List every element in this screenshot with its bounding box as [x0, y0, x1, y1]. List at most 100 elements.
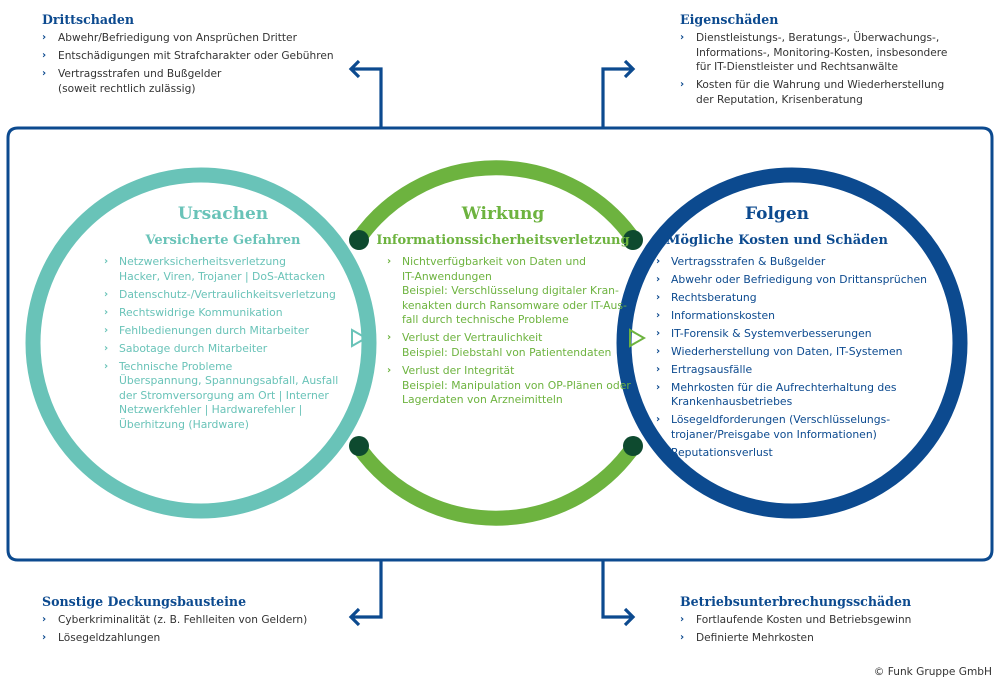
chevron-right-icon: › [680, 32, 685, 43]
cause-item-text: Fehlbedienungen durch Mitarbeiter [119, 323, 309, 337]
own-damage-item-text: für IT-Dienstleister und Rechtsanwälte [696, 61, 899, 74]
own-damage-title: Eigenschäden [680, 12, 779, 27]
chevron-right-icon: › [42, 68, 47, 80]
effect-item-text: kenakten durch Ransomware oder IT-Aus- [402, 298, 627, 312]
frame-border [6, 126, 994, 562]
overlap-node [623, 436, 643, 456]
cause-item-text: Überspannung, Spannungsabfall, Ausfall [119, 374, 339, 388]
third-party-list: › Abwehr/Befriedigung von Ansprüchen Drit… [42, 31, 342, 100]
cause-item: ›Datenschutz-/Vertraulichkeitsverletzung [104, 288, 344, 303]
ring-effect-bottom-arc [351, 441, 641, 526]
consequence-item: › Lösegeldforderungen (Verschlüsselungs-t… [656, 413, 928, 442]
cause-item-text: der Stromversorgung am Ort | Interner [119, 388, 329, 402]
consequence-item: ›Vertragsstrafen & Bußgelder [656, 255, 928, 270]
consequence-item: › Informationskosten [656, 309, 928, 324]
consequence-item: ›Ertragsausfälle [656, 363, 928, 378]
consequence-item-text: Lösegeldforderungen (Verschlüsselungs- [671, 413, 891, 427]
business-interruption-item-text: Fortlaufende Kosten und Betriebsgewinn [696, 614, 912, 626]
third-party-item-text: Vertragsstrafen und Bußgelder [58, 68, 222, 81]
cause-item-text: Netzwerksicherheitsverletzung [119, 255, 286, 268]
own-damage-item-text: der Reputation, Krisenberatung [696, 93, 863, 106]
business-interruption-item-text: Definierte Mehrkosten [696, 632, 814, 645]
copyright-notice: © Funk Gruppe GmbH [873, 666, 992, 678]
chevron-right-icon: › [104, 342, 109, 354]
effect-title: Wirkung [461, 204, 545, 224]
consequence-item-text: Krankenhausbetriebes [671, 395, 793, 409]
overlap-node [623, 230, 643, 250]
chevron-right-icon: › [680, 614, 685, 625]
own-damage-list: ›Dienstleistungs-, Beratungs-, Überwachu… [680, 31, 980, 111]
chevron-right-icon: › [104, 360, 109, 372]
third-party-item-text: (soweit rechtlich zulässig) [58, 82, 196, 95]
arrow-to-third-party [348, 59, 383, 128]
play-triangle-outline-icon [629, 328, 647, 348]
consequence-item-text: Reputationsverlust [671, 446, 773, 460]
consequence-item: › IT-Forensik & Systemverbesserungen [656, 327, 928, 342]
business-interruption-item: ›Definierte Mehrkosten [680, 631, 980, 646]
effect-item-text: fall durch technische Probleme [402, 313, 569, 327]
arrow-to-own-damage [601, 59, 636, 128]
other-modules-list: › Cyberkriminalität (z. B. Fehlleiten von… [42, 613, 342, 649]
own-damage-item-text: Kosten für die Wahrung und Wiederherstel… [696, 79, 945, 92]
chevron-right-icon: › [42, 632, 47, 644]
chevron-right-icon: › [387, 332, 392, 344]
other-modules-title: Sonstige Deckungsbausteine [42, 594, 247, 609]
cause-item-text: Sabotage durch Mitarbeiter [119, 341, 268, 355]
effect-item-text: Beispiel: Verschlüsselung digitaler Kran… [402, 284, 619, 298]
consequences-title: Folgen [745, 204, 809, 224]
effect-item-text: Lagerdaten von Arzneimitteln [402, 393, 563, 407]
other-modules-item: › Cyberkriminalität (z. B. Fehlleiten von… [42, 613, 342, 628]
third-party-item: › Entschädigungen mit Strafcharakter oder… [42, 49, 342, 64]
chevron-right-icon: › [656, 381, 661, 393]
cause-item: › Fehlbedienungen durch Mitarbeiter [104, 324, 344, 339]
third-party-item-text: Abwehr/Befriedigung von Ansprüchen Dritt… [58, 32, 297, 44]
causes-subtitle: Versicherte Gefahren [145, 233, 301, 248]
consequence-item: ›Rechtsberatung [656, 291, 928, 306]
effect-item-text: Verlust der Integrität [402, 363, 515, 377]
business-interruption-title: Betriebsunterbrechungsschäden [680, 594, 912, 609]
consequences-list: ›Vertragsstrafen & Bußgelder›Abwehr oder… [656, 255, 928, 464]
chevron-right-icon: › [656, 363, 661, 375]
consequence-item-text: Vertragsstrafen & Bußgelder [671, 255, 826, 268]
third-party-item-text: Entschädigungen mit Strafcharakter oder … [58, 50, 334, 63]
causes-title: Ursachen [177, 204, 269, 224]
cause-item: › Sabotage durch Mitarbeiter [104, 342, 344, 357]
chevron-right-icon: › [104, 306, 109, 318]
play-triangle-outline-icon [351, 328, 369, 348]
consequence-item-text: IT-Forensik & Systemverbesserungen [671, 326, 872, 340]
cause-item-text: Rechtswidrige Kommunikation [119, 305, 283, 319]
chevron-right-icon: › [656, 309, 661, 321]
business-interruption-list: › Fortlaufende Kosten und Betriebsgewinn ›… [680, 613, 980, 649]
third-party-item: › Vertragsstrafen und Bußgelder(soweit re… [42, 67, 342, 96]
chevron-right-icon: › [656, 327, 661, 339]
consequence-item-text: trojaner/Preisgabe von Informationen) [671, 428, 877, 442]
consequence-item-text: Abwehr oder Befriedigung von Drittansprü… [671, 272, 927, 286]
chevron-right-icon: › [680, 79, 685, 91]
effect-item-text: Beispiel: Manipulation von OP-Plänen ode… [402, 378, 631, 392]
consequence-item-text: Informationskosten [671, 308, 775, 322]
third-party-item: ›Abwehr/Befriedigung von Ansprüchen Drit… [42, 31, 342, 46]
cause-item-text: Überhitzung (Hardware) [119, 417, 249, 431]
chevron-right-icon: › [104, 256, 109, 267]
effect-item-text: Verlust der Vertraulichkeit [402, 331, 543, 345]
consequence-item-text: Wiederherstellung von Daten, IT-Systemen [671, 344, 903, 358]
other-modules-item-text: Cyberkriminalität (z. B. Fehlleiten von … [58, 614, 308, 626]
chevron-right-icon: › [656, 345, 661, 357]
consequence-item-text: Rechtsberatung [671, 290, 757, 304]
cause-item: › Rechtswidrige Kommunikation [104, 306, 344, 321]
chevron-right-icon: › [42, 614, 47, 625]
consequence-item: ›Abwehr oder Befriedigung von Drittanspr… [656, 273, 928, 288]
own-damage-item: › Kosten für die Wahrung und Wiederherste… [680, 78, 980, 107]
chevron-right-icon: › [42, 50, 47, 62]
effect-item-text: Nichtverfügbarkeit von Daten und [402, 255, 587, 268]
ring-consequences [616, 167, 968, 519]
cause-item-text: Netzwerkfehler | Hardwarefehler | [119, 403, 303, 417]
chevron-right-icon: › [656, 414, 661, 426]
chevron-right-icon: › [104, 324, 109, 336]
effect-item-text: IT-Anwendungen [402, 269, 492, 283]
consequence-item: › Wiederherstellung von Daten, IT-Systeme… [656, 345, 928, 360]
